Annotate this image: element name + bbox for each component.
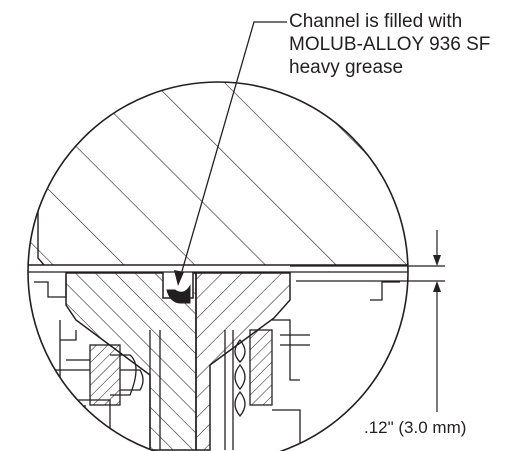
upper-housing [28, 82, 408, 265]
callout-line-1: Channel is filled with [289, 11, 463, 32]
seal-body-right [195, 272, 291, 451]
dimension-arrow-top [433, 255, 441, 266]
grease-channel [166, 284, 191, 304]
right-bearing-assembly [224, 319, 310, 450]
callout-line-2: MOLUB-ALLOY 936 SF [289, 34, 491, 55]
detail-view [28, 82, 408, 451]
callout-line-3: heavy grease [289, 57, 404, 78]
callout-leader [174, 21, 287, 286]
dimension-arrow-bottom [433, 281, 441, 292]
callout-arrowhead [174, 270, 184, 286]
dimension-label: .12" (3.0 mm) [364, 418, 467, 437]
detail-circle [27, 81, 409, 451]
grease-callout-text: Channel is filled with MOLUB-ALLOY 936 S… [289, 10, 490, 79]
